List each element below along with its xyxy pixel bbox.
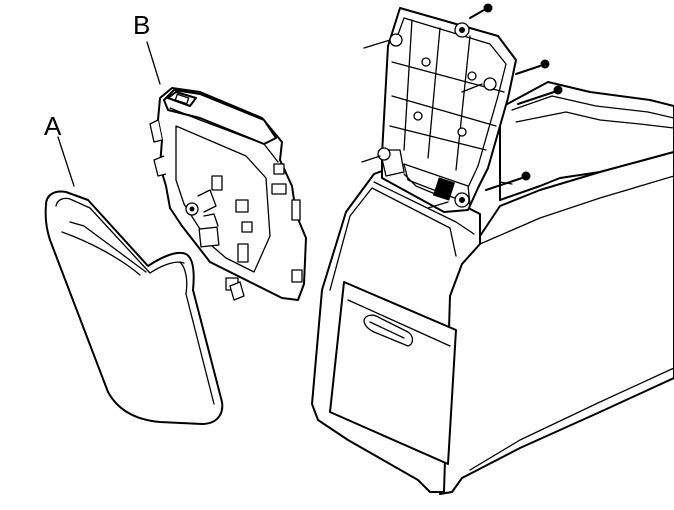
leader-line-b [146,41,161,85]
callout-label-b: B [133,10,151,40]
callout-label-a: A [44,111,62,141]
screw-icon [517,85,563,105]
part-a-armrest-cover [44,190,224,425]
screw-icon [515,59,550,75]
leader-ticks [361,39,513,209]
console-body [311,81,674,495]
part-b-latch-assembly [149,87,307,301]
screw-icon [469,3,493,19]
console-lid-hinge-plate [377,7,517,213]
screws [469,3,563,191]
screw-icon [485,171,531,191]
leader-line-a [57,136,75,187]
